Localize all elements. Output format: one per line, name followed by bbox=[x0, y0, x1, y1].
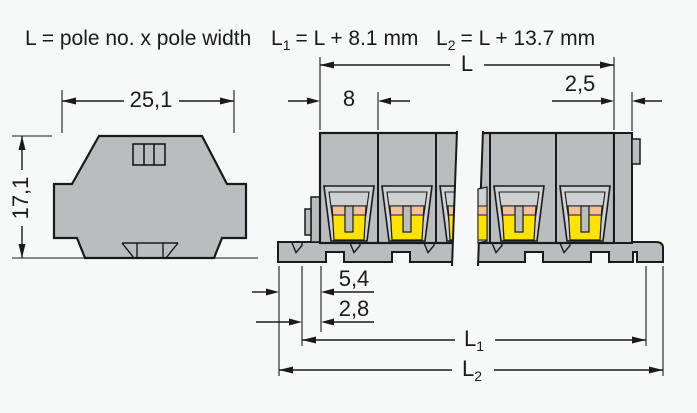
dim-label-side-height: 17,1 bbox=[8, 176, 33, 220]
dim-side-height bbox=[12, 135, 258, 259]
formula-l2-sub: 2 bbox=[447, 37, 456, 53]
dim-label-end-plate: 2,5 bbox=[564, 71, 596, 96]
dim-label-rail-offset: 2,8 bbox=[338, 296, 370, 321]
dim-total-length-L bbox=[319, 57, 615, 130]
dim-foot-offset-54 bbox=[252, 266, 374, 376]
side-view-body bbox=[52, 134, 248, 260]
dim-L1 bbox=[302, 266, 647, 346]
formula-pole-width: L = pole no. x pole width bbox=[25, 27, 252, 50]
formula-l1-pre: L bbox=[271, 27, 283, 50]
dim-label-L1: L1 bbox=[463, 326, 485, 355]
pole-dividers bbox=[377, 134, 557, 242]
terminal-pole-recess bbox=[323, 185, 375, 242]
front-view-drawing bbox=[252, 57, 664, 376]
dim-label-foot-offset: 5,4 bbox=[338, 266, 370, 291]
dim-label-pole-pitch: 8 bbox=[342, 86, 356, 111]
terminal-pole-recess bbox=[381, 185, 433, 242]
dim-label-side-width: 25,1 bbox=[129, 87, 173, 112]
dim-L2-sub: 2 bbox=[474, 368, 483, 384]
formula-l1-sub: 1 bbox=[282, 37, 291, 53]
dim-side-width bbox=[61, 90, 235, 133]
dim-L2-pre: L bbox=[461, 356, 475, 381]
side-view-marker-box bbox=[132, 143, 166, 166]
end-plate bbox=[613, 132, 633, 244]
dim-L2 bbox=[279, 266, 664, 376]
dim-L1-sub: 1 bbox=[476, 338, 485, 354]
dim-L1-pre: L bbox=[463, 326, 477, 351]
side-view-drawing bbox=[12, 90, 258, 260]
terminal-pole-recess bbox=[493, 185, 545, 242]
dim-label-L2: L2 bbox=[461, 356, 483, 385]
formula-l1: L1= L + 8.1 mm bbox=[271, 27, 419, 53]
terminal-pole-recess-sliver bbox=[477, 186, 488, 244]
left-step-outer bbox=[310, 196, 321, 243]
formula-l2-rest: = L + 13.7 mm bbox=[460, 27, 596, 50]
formula-l2-pre: L bbox=[436, 27, 448, 50]
dim-pole-pitch bbox=[288, 92, 410, 130]
terminal-pole-recess bbox=[559, 185, 611, 242]
dim-label-total-length: L bbox=[460, 51, 474, 76]
dim-end-plate bbox=[552, 92, 662, 131]
formula-l2: L2= L + 13.7 mm bbox=[436, 27, 596, 53]
formula-l1-rest: = L + 8.1 mm bbox=[295, 27, 419, 50]
end-plate-tab bbox=[631, 138, 641, 165]
left-step-inner bbox=[304, 208, 312, 236]
side-view-foot-notch bbox=[121, 242, 179, 259]
dim-rail-offset-28 bbox=[256, 266, 374, 346]
foot-latch-notches bbox=[291, 242, 571, 254]
